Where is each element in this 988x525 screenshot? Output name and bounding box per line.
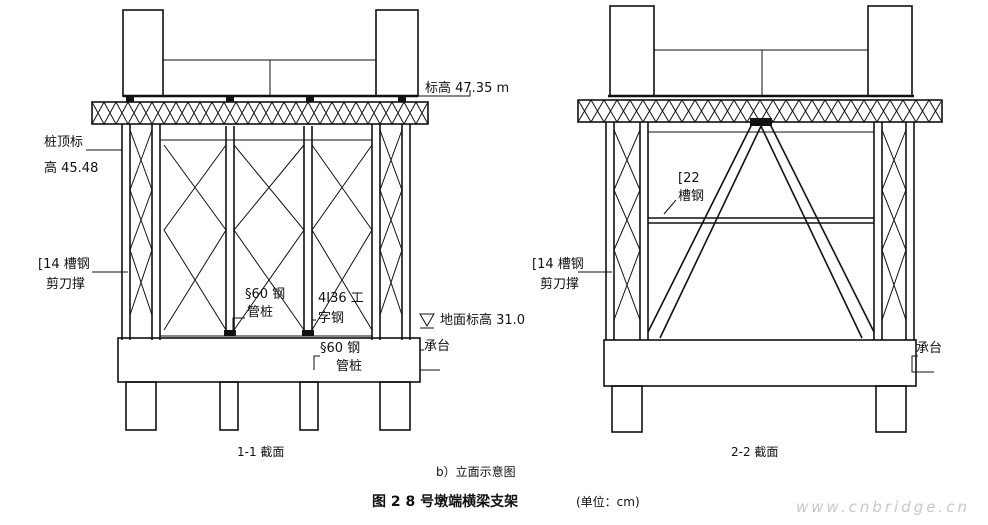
brace-label-line2: 剪刀撑 bbox=[46, 276, 85, 292]
figure-caption: 图 2 8 号墩端横梁支架 bbox=[372, 493, 518, 510]
channel-22-line1: [22 bbox=[678, 171, 700, 186]
channel-22-2 bbox=[648, 217, 874, 224]
subcaption: b）立面示意图 bbox=[436, 464, 516, 479]
truss-girder-1 bbox=[91, 100, 429, 126]
ground-elevation-label: 地面标高 31.0 bbox=[440, 312, 525, 328]
leaders-2 bbox=[578, 199, 934, 373]
section-1-drawing bbox=[86, 9, 471, 431]
pile-cap-label-1: 承台 bbox=[424, 339, 450, 354]
column-left-2 bbox=[605, 122, 649, 340]
column-right-1 bbox=[371, 124, 411, 340]
pile-cap-label-2: 承台 bbox=[916, 341, 942, 356]
section-2-title: 2-2 截面 bbox=[731, 445, 778, 459]
cross-beam-1 bbox=[162, 59, 376, 97]
leaders-1 bbox=[86, 90, 471, 371]
top-elevation-label: 标高 47.35 m bbox=[425, 80, 509, 96]
column-right-2 bbox=[873, 122, 915, 340]
ibeam-label-line2: 字钢 bbox=[318, 311, 344, 326]
a-frame-struts-2 bbox=[647, 123, 875, 339]
brace-label-line1: [14 槽钢 bbox=[38, 257, 90, 272]
steel-pile-a-line1: §60 钢 bbox=[245, 287, 285, 302]
cross-beam-2 bbox=[653, 49, 868, 96]
figure-caption-unit: (单位：cm) bbox=[576, 494, 640, 509]
pier-left-2 bbox=[609, 5, 655, 97]
channel-22-line2: 槽钢 bbox=[678, 189, 704, 204]
pile-top-elevation-line1: 桩顶标 bbox=[44, 135, 83, 150]
pile-cap-1 bbox=[117, 337, 421, 383]
column-left-1 bbox=[121, 124, 161, 340]
steel-pile-b-line1: §60 钢 bbox=[320, 341, 360, 356]
piles-below-1 bbox=[125, 381, 411, 431]
scissor-bracing-1 bbox=[160, 139, 373, 337]
section-1-title: 1-1 截面 bbox=[237, 445, 284, 459]
piles-below-2 bbox=[611, 385, 907, 433]
pier-right-2 bbox=[867, 5, 913, 97]
bearing-blocks-1 bbox=[126, 97, 406, 102]
pile-cap-2 bbox=[603, 339, 917, 387]
pile-top-elevation-line2: 高 45.48 bbox=[44, 160, 98, 176]
brace-label-2-line2: 剪刀撑 bbox=[540, 276, 579, 292]
ibeam-label-line1: 4I36 工 bbox=[318, 291, 364, 306]
apex-block-2 bbox=[750, 118, 772, 126]
pier-left-1 bbox=[122, 9, 164, 97]
steel-pile-b-line2: 管桩 bbox=[336, 359, 362, 374]
brace-label-2-line1: [14 槽钢 bbox=[532, 257, 584, 272]
inner-piles-1 bbox=[224, 126, 314, 336]
steel-pile-a-line2: 管桩 bbox=[247, 305, 273, 320]
ground-symbol bbox=[419, 313, 435, 329]
watermark: www.cnbridge.cn bbox=[796, 498, 970, 516]
pier-right-1 bbox=[375, 9, 419, 97]
section-2-drawing bbox=[577, 5, 943, 433]
